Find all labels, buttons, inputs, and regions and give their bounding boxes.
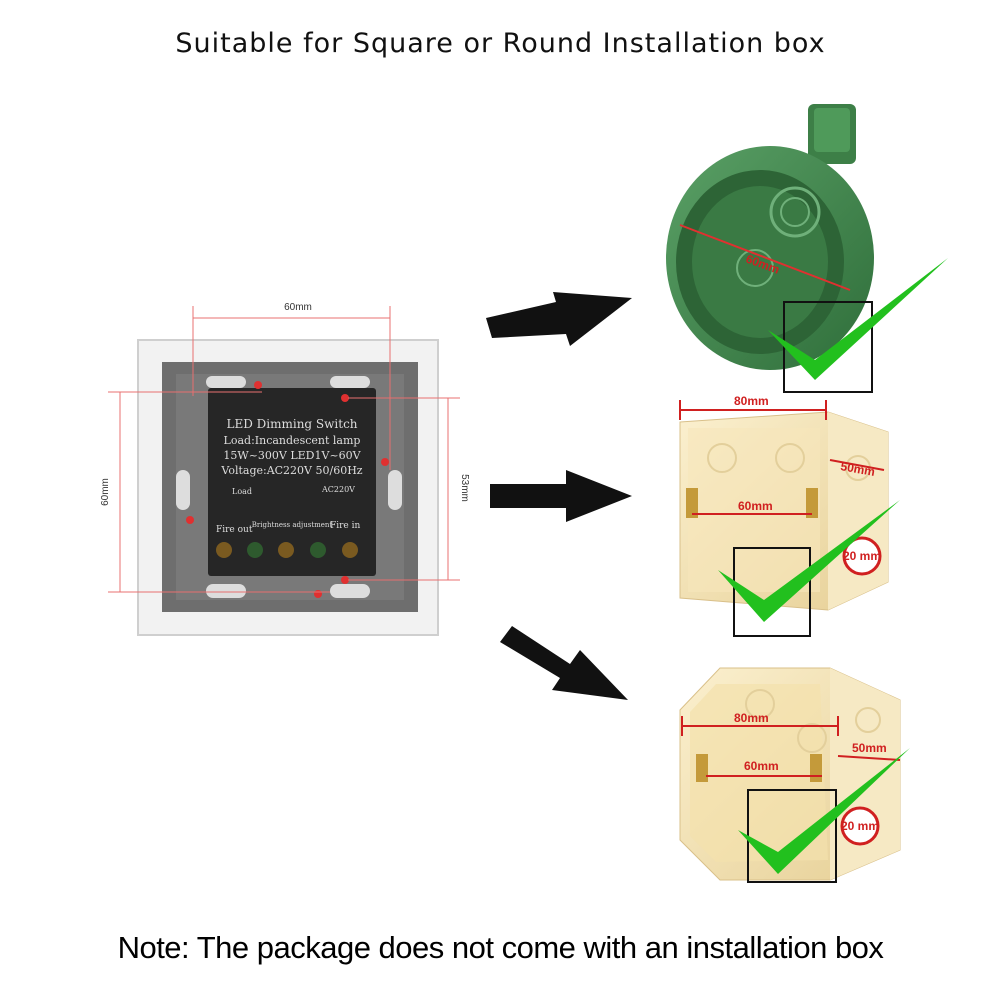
terminal-1 — [216, 542, 232, 558]
round-installation-box: 60mm — [666, 104, 948, 393]
arrow-to-round-box — [486, 292, 632, 346]
arrows — [486, 292, 632, 700]
octagonal-box-inner-label: 60mm — [744, 759, 779, 773]
package-note: Note: The package does not come with an … — [117, 930, 884, 965]
switch-dimension-lines — [108, 306, 460, 593]
arrow-to-square-box — [490, 470, 632, 522]
switch-label-line-3: 15W~300V LED1V~60V — [223, 449, 361, 462]
terminal-fire-in-label: Fire in — [330, 521, 360, 531]
terminal-5 — [342, 542, 358, 558]
dimmer-switch: LED Dimming Switch Load:Incandescent lam… — [100, 302, 470, 636]
octagonal-box-depth-badge-label: 20 mm — [841, 819, 879, 833]
terminal-4 — [310, 542, 326, 558]
square-box-depth-badge-label: 20 mm — [843, 549, 881, 563]
switch-width-label: 60mm — [284, 302, 312, 313]
terminal-ac-label: AC220V — [321, 485, 355, 494]
terminal-load-label: Load — [232, 487, 252, 496]
square-installation-box: 80mm 50mm 60mm 20 mm — [679, 394, 900, 637]
octagonal-box-depth-badge — [840, 806, 880, 846]
terminal-3 — [278, 542, 294, 558]
square-box-inner-label: 60mm — [738, 499, 773, 513]
switch-module — [208, 388, 376, 576]
switch-label-line-4: Voltage:AC220V 50/60Hz — [220, 464, 362, 477]
page-title: Suitable for Square or Round Installatio… — [175, 28, 826, 59]
square-box-width-label: 80mm — [734, 394, 769, 408]
octagonal-box-depth-label: 50mm — [852, 741, 887, 755]
switch-label-line-1: LED Dimming Switch — [226, 417, 357, 431]
switch-side-label: 53mm — [459, 474, 470, 502]
octagonal-box-width-label: 80mm — [734, 711, 769, 725]
switch-height-label: 60mm — [100, 478, 111, 506]
terminal-fire-out-label: Fire out — [216, 525, 253, 535]
square-box-mount-highlight — [733, 547, 811, 637]
octagonal-installation-box: 80mm 50mm 60mm 20 mm — [679, 667, 910, 883]
square-box-depth-badge — [842, 536, 882, 576]
terminal-2 — [247, 542, 263, 558]
arrow-to-octagonal-box — [500, 626, 628, 700]
square-box-depth-label: 50mm — [839, 459, 876, 479]
terminal-brightness-label: Brightness adjustment — [252, 521, 333, 529]
switch-label-line-2: Load:Incandescent lamp — [224, 434, 361, 447]
